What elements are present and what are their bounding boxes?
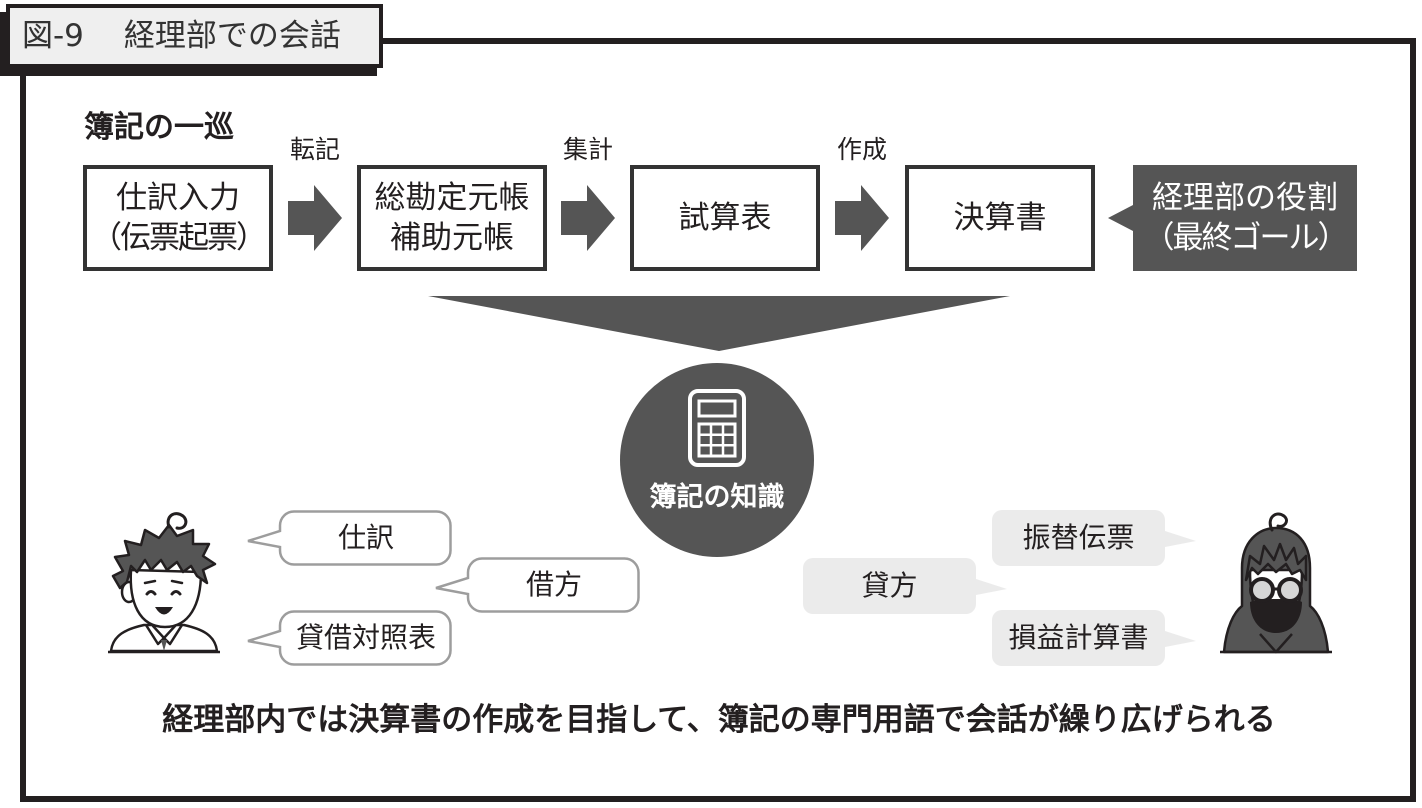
goal-label-sub-line: （最終ゴール）	[1143, 220, 1349, 256]
step-box-trial-balance: 試算表	[630, 165, 820, 271]
right-arrow-icon	[561, 185, 615, 251]
speech-bubble-text: 損益計算書	[1008, 621, 1149, 654]
smiling-man-icon	[108, 508, 220, 654]
knowledge-label: 簿記の知識	[649, 482, 785, 513]
speech-bubble-shape	[992, 510, 1196, 566]
speech-bubble-left: 仕訳	[246, 510, 452, 566]
step-label-line: 決算書	[953, 200, 1047, 236]
figure-title: 経理部での会話	[123, 18, 341, 54]
step-box-journal-entry: 仕訳入力 （伝票起票）	[83, 165, 273, 271]
knowledge-circle	[620, 363, 814, 557]
speech-bubble-left: 借方	[434, 557, 640, 613]
goal-callout: 経理部の役割 （最終ゴール）	[1108, 165, 1357, 271]
step-label-line: 試算表	[678, 200, 772, 236]
step-box-ledgers: 総勘定元帳 補助元帳	[357, 165, 547, 271]
speech-bubble-text: 貸方	[861, 569, 918, 602]
step-box-financial-statements: 決算書	[905, 165, 1095, 271]
arrow-label-posting: 転記	[289, 135, 340, 164]
speech-bubble-shape	[247, 610, 452, 666]
speech-bubble-text: 仕訳	[337, 521, 394, 554]
step-label-sub-line: （伝票起票）	[91, 220, 267, 256]
funnel-triangle	[428, 296, 1010, 351]
step-label-line: 仕訳入力	[116, 180, 240, 216]
goal-callout-shape	[1108, 165, 1357, 271]
figure-caption: 経理部内では決算書の作成を目指して、簿記の専門用語で会話が繰り広げられる	[162, 702, 1276, 738]
goal-callout-text: 経理部の役割 （最終ゴール）	[1133, 165, 1357, 271]
figure-title-tab: 図-9 経理部での会話	[6, 4, 383, 68]
right-arrow-icon	[288, 185, 342, 251]
speech-bubble-shape	[803, 558, 1007, 614]
step-label-sub-line: 補助元帳	[390, 220, 514, 256]
figure-number: 図-9	[22, 18, 84, 54]
speech-bubble-text: 借方	[525, 568, 582, 601]
figure-frame	[20, 38, 1416, 802]
speech-bubble-shape	[992, 610, 1196, 666]
speech-bubble-right: 振替伝票	[992, 510, 1196, 566]
speech-bubble-right: 貸方	[803, 558, 1007, 614]
speech-bubble-right: 損益計算書	[992, 610, 1196, 666]
speech-bubble-shape	[435, 557, 640, 613]
speech-bubble-shape	[247, 510, 452, 566]
masked-person-icon	[1220, 506, 1332, 654]
arrow-label-aggregation: 集計	[562, 135, 613, 164]
speech-bubble-text: 貸借対照表	[295, 621, 436, 654]
step-label-line: 総勘定元帳	[374, 180, 530, 216]
speech-bubble-text: 振替伝票	[1022, 521, 1135, 554]
speech-bubble-left: 貸借対照表	[246, 610, 452, 666]
cycle-heading: 簿記の一巡	[84, 110, 234, 145]
right-arrow-icon	[835, 185, 889, 251]
arrow-label-preparation: 作成	[836, 135, 887, 164]
goal-label-line: 経理部の役割	[1152, 180, 1338, 216]
calculator-icon	[688, 389, 746, 467]
